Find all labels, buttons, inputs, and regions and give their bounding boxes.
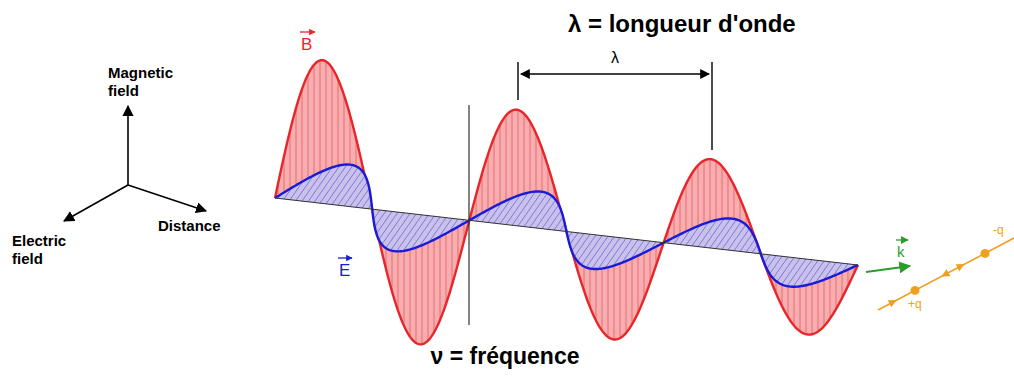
hatch-line [716,219,736,248]
vector-label: B [301,36,312,53]
wavelength-marker [518,62,712,150]
hatch-line [734,229,749,251]
axes [64,106,206,221]
hatch-line [344,176,365,206]
hatch-line [586,236,608,267]
hatch-line [770,256,782,274]
hatch-line [506,193,528,225]
hatch-line [382,213,404,245]
tick [711,62,712,150]
hatch-line [592,237,614,269]
axis-left [64,185,128,221]
dipole-arrow [945,273,948,275]
vector-mark [338,257,352,258]
vector-label: k [897,244,905,259]
hatch-line [518,192,542,226]
dipole-arrow [958,266,961,268]
hatch-line [386,214,410,249]
hatch-line [570,233,578,245]
dimension-arrow [521,73,709,74]
magnetic-wave [275,60,858,344]
title-label: λ = longueur d'onde [568,12,796,36]
axis-label: Distance [158,218,221,233]
hatch-line [764,255,770,263]
vector-mark [896,239,908,240]
electric-wave [275,165,858,287]
electric-wave-fill [275,165,858,287]
dipole-arrow [890,302,893,304]
hatch-line [710,219,731,248]
hatch-line [548,211,561,230]
axis-up [127,106,129,185]
hatch-line [362,196,371,208]
hatch-line [338,171,362,205]
axis-label: Electric field [12,232,88,268]
hatch-line [581,236,602,265]
vector-label: E [339,262,350,279]
hatch-line [542,205,559,229]
frequency-label: ν = fréquence [428,345,583,368]
hatch-line [524,193,547,226]
dimension-label: λ [611,50,619,66]
plane-line [468,105,469,325]
hatch-line [403,216,428,251]
dipole-line [878,238,1014,310]
hatch-line [376,211,392,233]
hatch-line [391,214,416,250]
charge-dot [911,286,920,295]
hatch-line [375,211,386,227]
hatch-line [773,257,788,278]
hatch-line [572,234,584,251]
magnetic-wave-fill [275,60,858,344]
hatch-line [574,234,590,256]
dipole [878,238,1014,310]
vector-mark [300,31,315,32]
hatch-line [332,167,358,204]
hatch-line [752,245,758,253]
charge-label: +q [908,298,922,310]
propagation-axis [275,198,858,265]
hatch-line [740,233,753,251]
tick [517,62,518,100]
charge-label: -q [993,224,1004,236]
hatch-line [314,165,340,202]
hatch-line [530,196,552,227]
k-vector [866,266,910,272]
axis-right [128,185,206,211]
hatch-line [326,165,353,204]
axis-label: Magnetic field [108,64,186,100]
charge-dot [981,249,990,258]
hatch-line [777,258,794,282]
waves [275,60,858,344]
hatch-line [356,188,369,207]
